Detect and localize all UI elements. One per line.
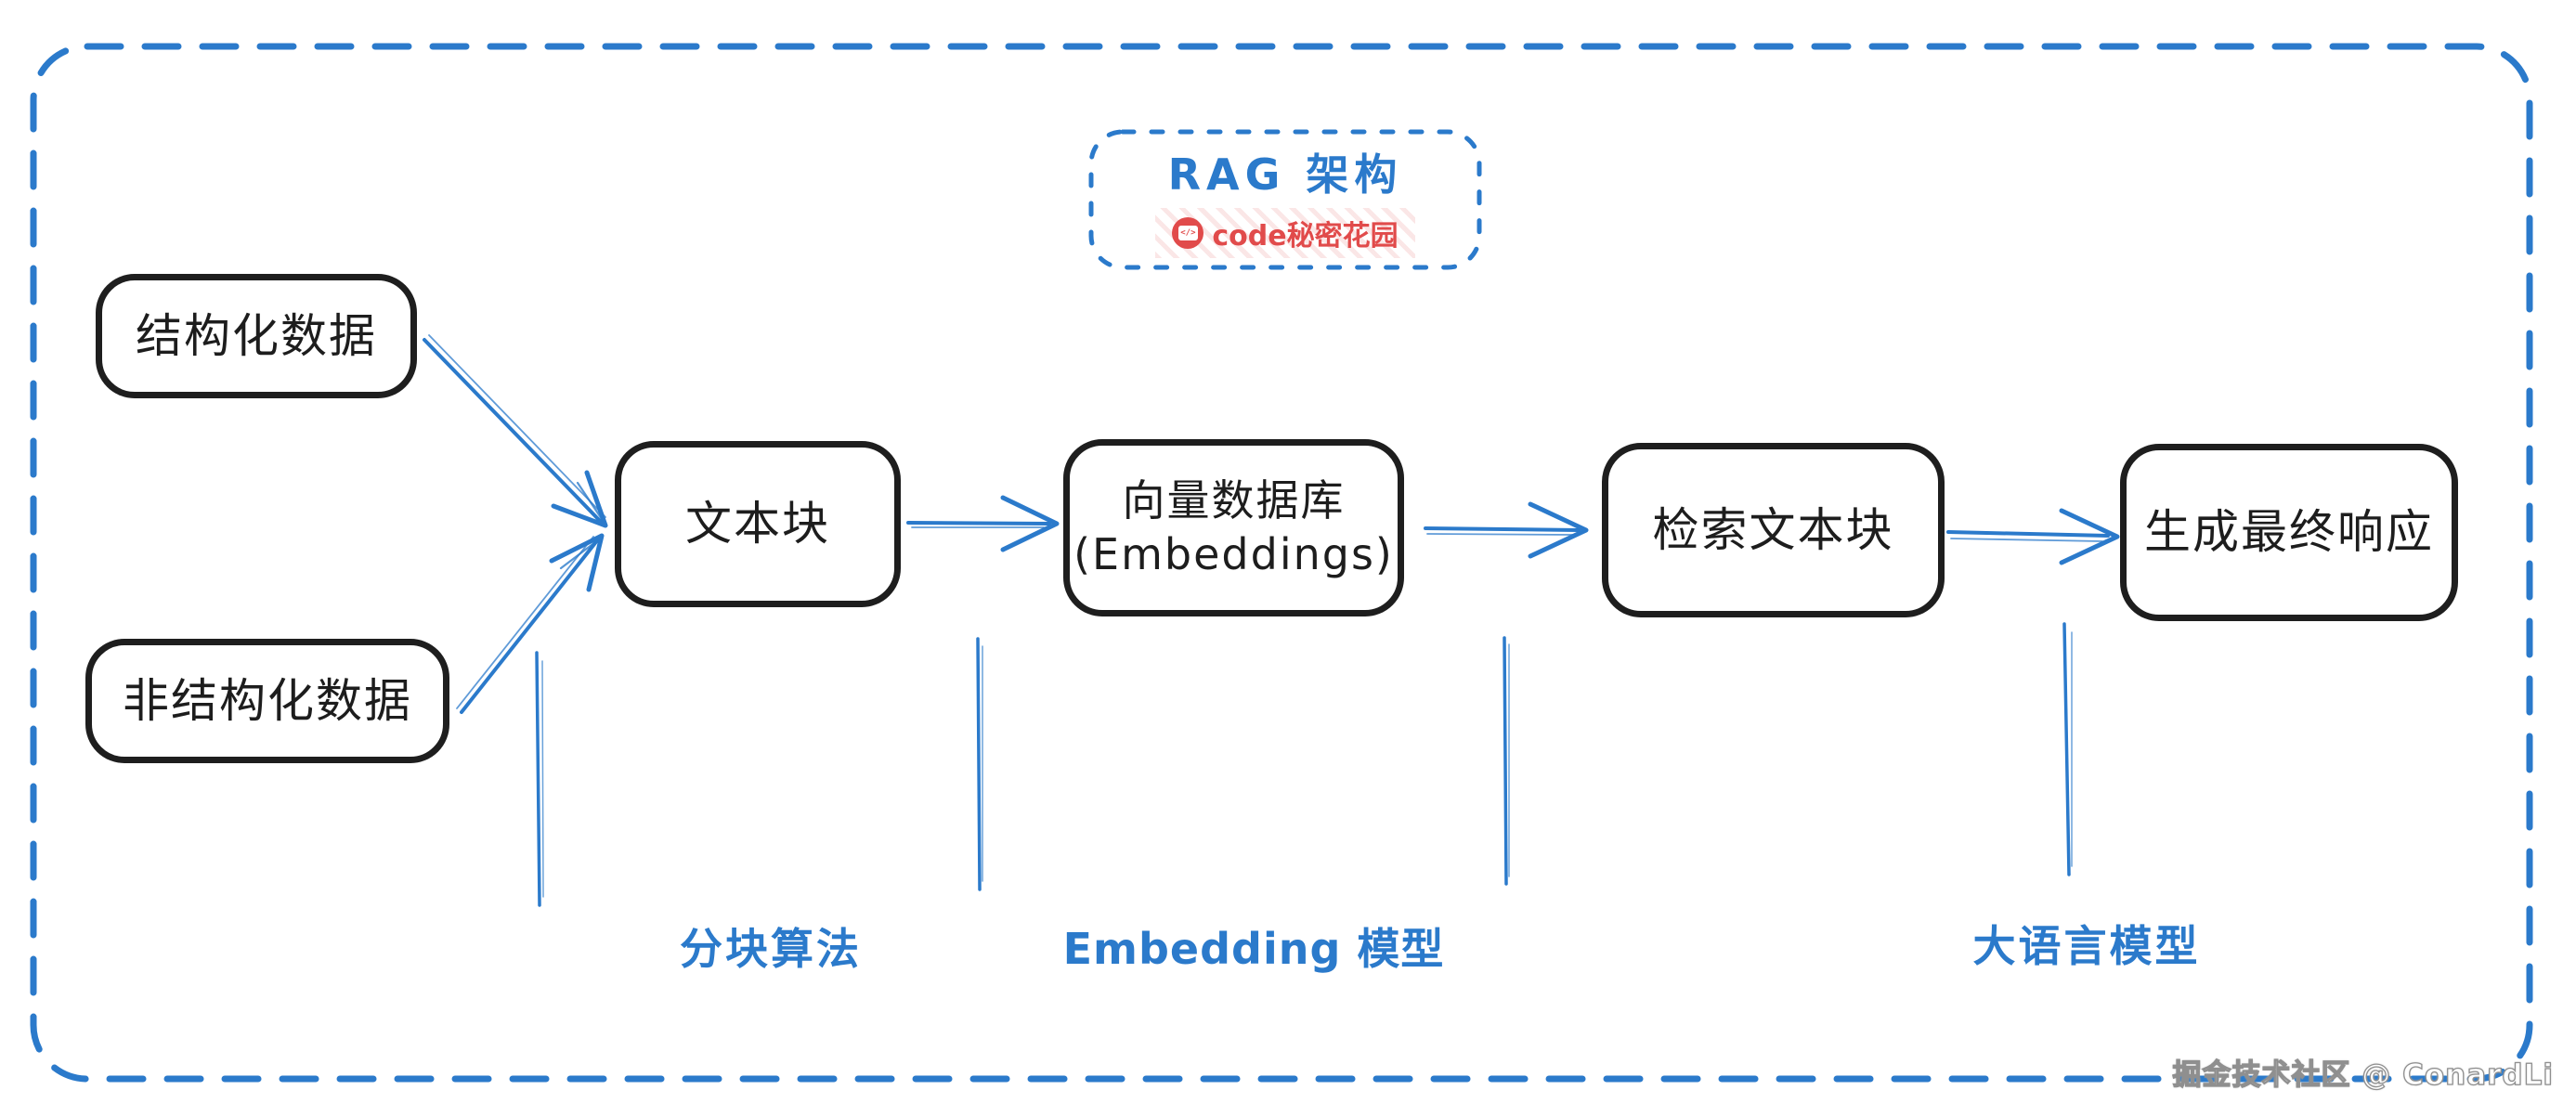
node-label: 非结构化数据 [123,673,412,728]
arrow-unstructured-to-chunks [456,533,605,714]
arrow-vectordb-to-retrieved [1424,501,1589,559]
annotation-embedding-model: Embedding 模型 [1062,924,1445,974]
code-window-glyph: </> [1177,226,1198,240]
node-label: 结构化数据 [136,308,377,363]
node-retrieved-chunks: 检索文本块 [1602,443,1945,617]
brand-watermark: </> code秘密花园 [1155,208,1415,258]
title-box: RAG 架构 </> code秘密花园 [1091,132,1479,267]
annotation-line-llm [2062,622,2073,876]
node-final-response: 生成最终响应 [2120,444,2458,621]
code-window-icon: </> [1172,217,1204,249]
annotation-line-embedding-left [976,637,983,891]
title-box-border [1088,129,1482,270]
arrow-structured-to-chunks [423,334,608,528]
node-sublabel: (Embeddings) [1073,528,1394,579]
annotation-chunking-algorithm: 分块算法 [680,924,862,974]
node-label: 生成最终响应 [2144,505,2434,560]
annotation-llm: 大语言模型 [1972,921,2201,971]
node-vector-database: 向量数据库 (Embeddings) [1063,439,1404,616]
diagram-title: RAG 架构 [1167,149,1403,200]
node-structured-data: 结构化数据 [96,274,417,398]
node-label: 文本块 [685,497,830,552]
annotation-line-embedding-right [1503,636,1510,886]
outer-dashed-border [30,43,2533,1083]
node-label: 检索文本块 [1652,502,1894,557]
community-watermark: 掘金技术社区 @ ConardLi [2172,1058,2554,1092]
arrow-chunks-to-vectordb [906,495,1060,552]
annotation-line-chunking [535,651,544,907]
brand-name: code秘密花园 [1212,220,1399,253]
node-unstructured-data: 非结构化数据 [85,639,449,763]
node-text-chunks: 文本块 [615,441,901,607]
node-label: 向量数据库 [1122,475,1346,526]
arrow-retrieved-to-response [1946,508,2120,565]
